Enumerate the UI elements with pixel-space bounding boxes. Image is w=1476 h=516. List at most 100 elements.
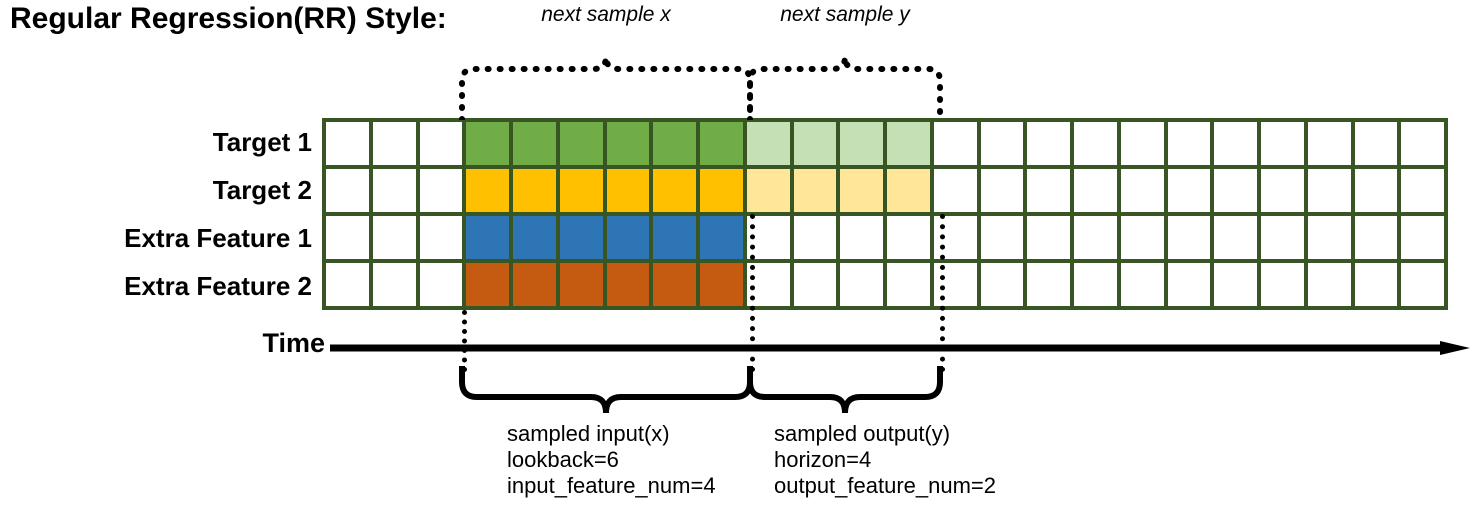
grid-cell	[980, 263, 1024, 306]
grid-cell	[1261, 263, 1304, 306]
grid-cell	[1074, 216, 1117, 259]
grid-cell	[513, 263, 556, 306]
grid-cell	[1307, 122, 1351, 165]
grid-cell	[793, 216, 837, 259]
grid-cell	[1307, 263, 1351, 306]
grid-cell	[653, 216, 696, 259]
grid-cell	[1401, 216, 1444, 259]
caption-line-horizon: horizon=4	[774, 447, 872, 472]
grid-cell	[606, 169, 650, 212]
grid-cell	[700, 263, 743, 306]
grid-cell	[1401, 122, 1444, 165]
grid-cell	[793, 263, 837, 306]
grid-cell	[1120, 216, 1164, 259]
caption-line-sampled-output-title: sampled output(y)	[774, 421, 951, 446]
guide-line-input-start	[462, 310, 467, 372]
grid-cell	[1401, 169, 1444, 212]
grid-cell	[1354, 169, 1398, 212]
row-label-extra-feature-1: Extra Feature 1	[124, 223, 312, 253]
grid-cell	[1027, 122, 1070, 165]
grid-cell	[1354, 122, 1398, 165]
grid-cell	[466, 216, 509, 259]
grid-cell	[1120, 169, 1164, 212]
grid-cell	[326, 122, 369, 165]
grid-cell	[793, 169, 837, 212]
caption-line-sampled-input-title: sampled input(x)	[507, 421, 670, 446]
grid-cell	[653, 122, 696, 165]
grid-cell	[1261, 216, 1304, 259]
grid-cell	[840, 122, 883, 165]
grid-cell	[840, 169, 883, 212]
grid-cell	[1307, 216, 1351, 259]
grid-cell	[1214, 263, 1257, 306]
grid-cell	[513, 216, 556, 259]
grid-cell	[466, 122, 509, 165]
grid-cell	[466, 263, 509, 306]
grid-cell	[466, 169, 509, 212]
grid-row-target-1	[326, 122, 1444, 165]
grid-cell	[419, 122, 463, 165]
grid-cell	[513, 169, 556, 212]
grid-cell	[887, 122, 930, 165]
grid-cell	[326, 216, 369, 259]
grid-cell	[419, 216, 463, 259]
grid-cell	[1354, 263, 1398, 306]
grid-cell	[887, 169, 930, 212]
grid-cell	[372, 169, 416, 212]
grid-row-extra-feature-2	[326, 263, 1444, 306]
row-label-extra-feature-2: Extra Feature 2	[124, 271, 312, 301]
grid-cell	[1167, 263, 1211, 306]
grid-cell	[700, 216, 743, 259]
caption-line-lookback: lookback=6	[507, 447, 619, 472]
bottom-brace-sampled-input	[459, 366, 753, 414]
grid-cell	[559, 169, 603, 212]
grid-cell	[419, 169, 463, 212]
page-title: Regular Regression(RR) Style:	[10, 2, 447, 35]
row-label-column: Target 1 Target 2 Extra Feature 1 Extra …	[0, 118, 312, 310]
bottom-brace-caption-sampled-output: sampled output(y) horizon=4 output_featu…	[774, 421, 996, 499]
grid-cell	[559, 122, 603, 165]
top-brace-next-sample-y	[747, 56, 943, 120]
grid-cell	[372, 122, 416, 165]
grid-cell	[1214, 216, 1257, 259]
time-axis-label: Time	[262, 328, 325, 358]
bottom-brace-sampled-output	[747, 366, 943, 414]
grid-cell	[793, 122, 837, 165]
caption-line-output-feature-num: output_feature_num=2	[774, 473, 997, 498]
grid-cell	[326, 263, 369, 306]
grid-cell	[887, 263, 930, 306]
grid-cell	[1307, 169, 1351, 212]
grid-cell	[559, 216, 603, 259]
grid-cell	[559, 263, 603, 306]
grid-cell	[700, 169, 743, 212]
grid-cell	[1214, 122, 1257, 165]
grid-cell	[746, 122, 790, 165]
row-label-target-1: Target 1	[212, 127, 312, 157]
top-brace-caption-next-sample-x: next sample x	[541, 3, 671, 26]
grid-cell	[1120, 263, 1164, 306]
grid-cell	[653, 263, 696, 306]
grid-cell	[419, 263, 463, 306]
top-brace-caption-next-sample-y: next sample y	[780, 3, 910, 26]
grid-cell	[1074, 122, 1117, 165]
grid-cell	[1354, 216, 1398, 259]
grid-cell	[1167, 169, 1211, 212]
grid-cell	[746, 169, 790, 212]
grid-cell	[933, 122, 977, 165]
grid-cell	[700, 122, 743, 165]
time-axis-arrow	[330, 341, 1470, 355]
grid-cell	[840, 216, 883, 259]
grid-cell	[980, 216, 1024, 259]
row-label-target-2: Target 2	[212, 175, 312, 205]
timeseries-grid	[322, 118, 1448, 310]
grid-cell	[606, 122, 650, 165]
grid-cell	[980, 122, 1024, 165]
grid-row-extra-feature-1	[326, 216, 1444, 259]
grid-cell	[1401, 263, 1444, 306]
grid-cell	[887, 216, 930, 259]
top-brace-next-sample-x	[459, 56, 753, 120]
grid-cell	[372, 216, 416, 259]
grid-cell	[1074, 169, 1117, 212]
grid-cell	[1027, 169, 1070, 212]
grid-cell	[980, 169, 1024, 212]
